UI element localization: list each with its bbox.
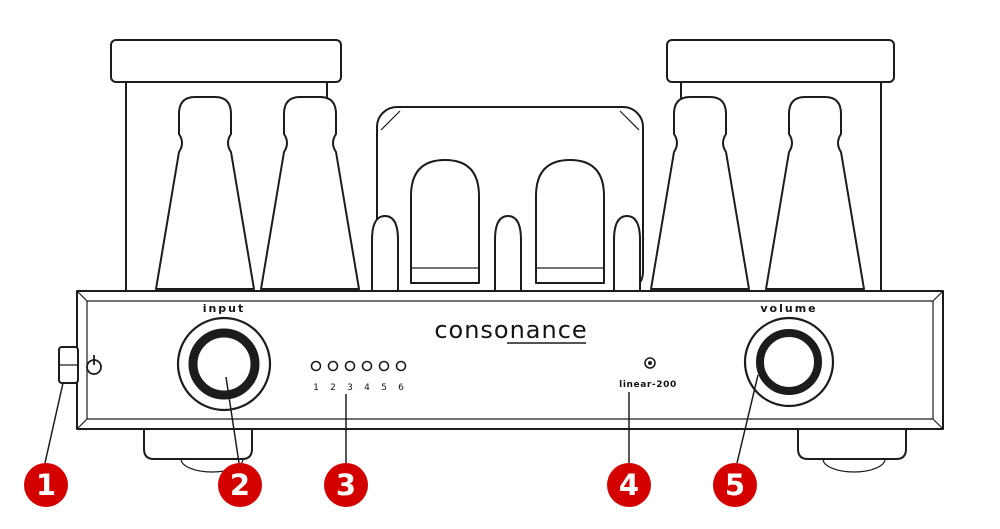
callout-1-circle xyxy=(24,463,68,507)
led-2 xyxy=(327,360,339,372)
led-4-number: 4 xyxy=(364,383,370,393)
input-knob xyxy=(176,316,272,412)
callout-4-circle xyxy=(607,463,651,507)
led-2-number: 2 xyxy=(330,383,336,393)
large-tube-2 xyxy=(260,96,360,290)
small-tube-1 xyxy=(371,215,399,290)
led-1-number: 1 xyxy=(313,383,319,393)
led-6-number: 6 xyxy=(398,383,404,393)
led-3 xyxy=(344,360,356,372)
led-3-number: 3 xyxy=(347,383,353,393)
center-tube-section xyxy=(371,106,644,293)
callout-5-number: 5 xyxy=(725,468,745,502)
front-panel: input 1 2 3 4 5 6 consonance linear-200 xyxy=(58,290,944,430)
center-cover-corner-left xyxy=(380,110,401,131)
large-tube-1 xyxy=(155,96,255,290)
brand-logo: consonance xyxy=(434,316,587,344)
right-foot-pad xyxy=(822,458,886,473)
callout-4: 4 xyxy=(607,463,651,507)
led-5-number: 5 xyxy=(381,383,387,393)
power-icon xyxy=(86,355,102,375)
model-indicator-led-dot xyxy=(648,361,652,365)
callout-3-circle xyxy=(324,463,368,507)
small-tube-3 xyxy=(613,215,641,290)
volume-knob xyxy=(743,316,835,408)
power-switch xyxy=(58,346,79,384)
callout-3-number: 3 xyxy=(336,468,356,502)
model-label: linear-200 xyxy=(619,380,677,390)
callout-line-1 xyxy=(44,382,64,464)
callout-leader-lines xyxy=(44,374,759,464)
left-transformer-cap xyxy=(110,39,342,83)
model-indicator xyxy=(644,357,656,369)
right-transformer-cap xyxy=(666,39,895,83)
center-cover-corner-right xyxy=(619,110,640,131)
medium-tube-1 xyxy=(410,159,480,284)
callout-line-5 xyxy=(736,374,759,464)
medium-tube-2 xyxy=(535,159,605,284)
right-foot xyxy=(797,429,907,460)
brand-logo-text: consonance xyxy=(434,316,587,344)
callout-3: 3 xyxy=(324,463,368,507)
left-foot xyxy=(143,429,253,460)
input-label: input xyxy=(203,302,246,315)
led-5 xyxy=(378,360,390,372)
left-tubes xyxy=(155,96,360,290)
callout-1: 1 xyxy=(24,463,68,507)
feet xyxy=(143,429,907,473)
front-panel-corner-bevels xyxy=(76,290,944,430)
led-4 xyxy=(361,360,373,372)
callout-line-2 xyxy=(225,376,240,464)
callout-2: 2 xyxy=(218,463,262,507)
callout-5-circle xyxy=(713,463,757,507)
callout-2-circle xyxy=(218,463,262,507)
callout-2-number: 2 xyxy=(230,468,250,502)
led-indicators: 1 2 3 4 5 6 xyxy=(310,360,407,393)
callout-4-number: 4 xyxy=(619,468,639,502)
volume-label: volume xyxy=(760,302,817,315)
large-tube-4 xyxy=(765,96,865,290)
callout-1-number: 1 xyxy=(36,468,56,502)
front-panel-inner-bevel xyxy=(86,300,934,420)
right-tubes xyxy=(650,96,865,290)
led-1 xyxy=(310,360,322,372)
large-tube-3 xyxy=(650,96,750,290)
callout-5: 5 xyxy=(713,463,757,507)
small-tube-2 xyxy=(494,215,522,290)
led-6 xyxy=(395,360,407,372)
